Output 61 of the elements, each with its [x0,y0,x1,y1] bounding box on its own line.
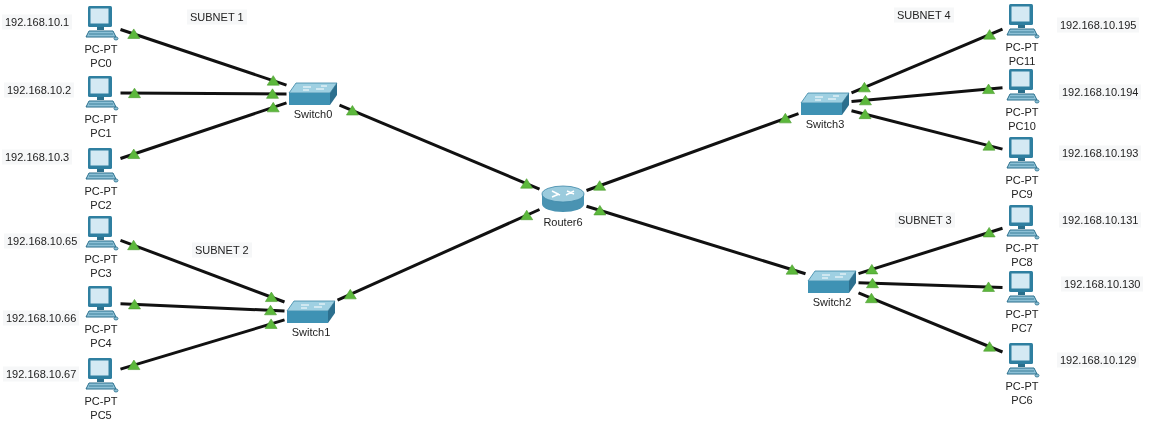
device-label: PC6 [1011,393,1033,407]
device-label: PC-PT [1005,379,1039,393]
device-label: Router6 [543,215,583,229]
device-label: PC-PT [1005,40,1039,54]
ip-address-label: 192.168.10.194 [1059,84,1142,100]
device-label: PC-PT [84,394,118,408]
device-label: PC10 [1008,119,1036,133]
ip-address-label: 192.168.10.193 [1059,145,1142,161]
device-label: Switch0 [293,107,333,121]
ip-address-label: 192.168.10.1 [2,14,73,30]
device-label: PC-PT [84,252,118,266]
ip-address-label: 192.168.10.129 [1057,352,1140,368]
ip-address-label: 192.168.10.131 [1059,212,1142,228]
ip-address-label: 192.168.10.130 [1061,276,1144,292]
network-cable [120,28,287,87]
device-label: PC0 [90,56,112,70]
network-cable [586,204,806,276]
device-label: PC-PT [84,112,118,126]
subnet-label: SUBNET 4 [894,7,954,23]
device-label: PC-PT [84,42,118,56]
network-cable [120,88,287,99]
device-label: PC2 [90,198,112,212]
network-cable [851,84,1003,106]
network-cable [336,208,541,302]
ip-address-label: 192.168.10.65 [4,233,81,249]
network-cable [120,318,285,371]
network-cable [857,291,1004,354]
ip-address-label: 192.168.10.66 [3,310,80,326]
subnet-label: SUBNET 3 [895,212,955,228]
device-label: Switch3 [805,117,845,131]
device-label: PC9 [1011,187,1033,201]
device-label: PC8 [1011,255,1033,269]
subnet-label: SUBNET 2 [192,242,252,258]
device-label: PC5 [90,408,112,422]
device-label: PC-PT [1005,105,1039,119]
network-cable [850,27,1004,95]
network-cable [120,299,285,316]
device-label: PC1 [90,126,112,140]
network-cable [338,103,541,191]
ip-address-label: 192.168.10.67 [3,366,80,382]
device-label: PC7 [1011,321,1033,335]
network-cable [120,101,287,160]
device-label: PC-PT [84,322,118,336]
ip-address-label: 192.168.10.3 [2,149,73,165]
network-cable [858,278,1003,292]
device-label: Switch2 [812,295,852,309]
device-label: Switch1 [291,325,331,339]
device-label: PC-PT [1005,173,1039,187]
subnet-label: SUBNET 1 [187,9,247,25]
device-label: PC-PT [1005,241,1039,255]
device-label: PC-PT [84,184,118,198]
network-cable [858,226,1003,276]
ip-address-label: 192.168.10.2 [4,82,75,98]
network-cable [119,238,286,304]
network-cable [851,109,1003,151]
device-label: PC4 [90,336,112,350]
device-label: PC11 [1008,54,1036,68]
network-cable [586,112,799,192]
device-label: PC3 [90,266,112,280]
ip-address-label: 192.168.10.195 [1057,17,1140,33]
device-label: PC-PT [1005,307,1039,321]
